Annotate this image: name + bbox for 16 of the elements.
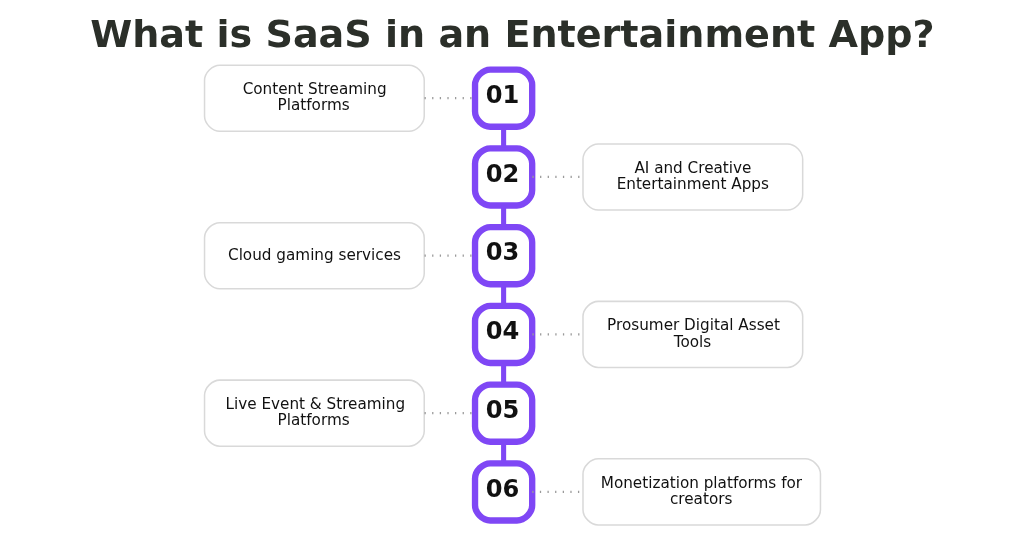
node-box: 05 xyxy=(471,381,535,445)
node-box: 01 xyxy=(471,66,535,130)
node-box: Monetization platforms for creators xyxy=(581,458,821,526)
node-box: Cloud gaming services xyxy=(203,221,425,290)
node-box: 04 xyxy=(471,302,535,367)
node-box: 02 xyxy=(471,145,535,209)
diagram-title: What is SaaS in an Entertainment App? xyxy=(89,12,935,57)
connector xyxy=(500,284,506,306)
node-box: 03 xyxy=(471,223,535,288)
node-box: Live Event & Streaming Platforms xyxy=(203,379,425,447)
connector xyxy=(500,205,506,227)
node-box: 06 xyxy=(471,460,535,524)
node-box: Prosumer Digital Asset Tools xyxy=(581,300,803,369)
node-box: Content Streaming Platforms xyxy=(203,64,425,132)
connector xyxy=(500,363,506,385)
node-box: AI and Creative Entertainment Apps xyxy=(581,143,803,211)
